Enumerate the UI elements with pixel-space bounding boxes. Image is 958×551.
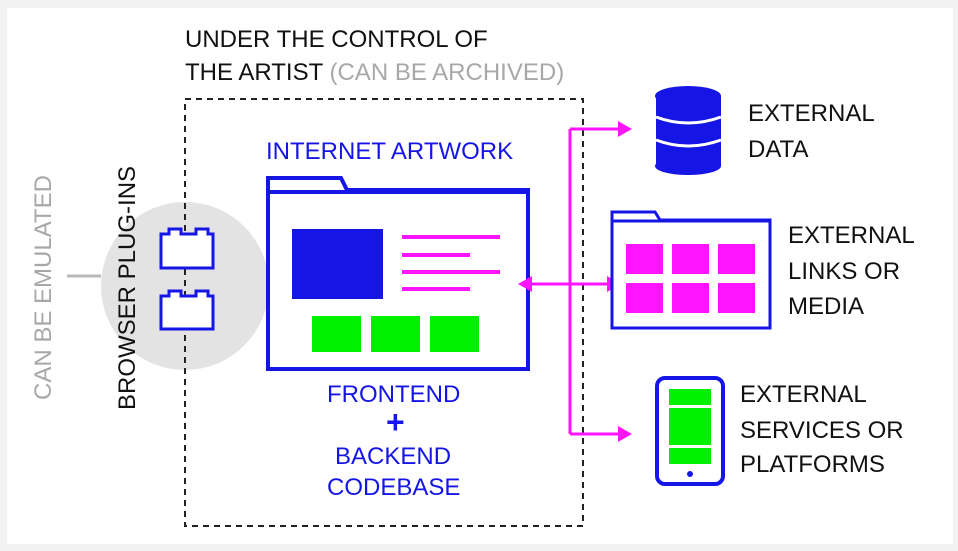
- title-artist: THE ARTIST: [185, 59, 323, 86]
- internet-artwork-label: INTERNET ARTWORK: [266, 138, 514, 165]
- artwork-folder-icon: [266, 176, 530, 371]
- artist-boundary: [184, 98, 584, 527]
- can-be-emulated-label: CAN BE EMULATED: [30, 175, 57, 400]
- external-links-line-3: MEDIA: [788, 293, 865, 320]
- tablet-icon: [655, 376, 725, 486]
- external-links-line-1: EXTERNAL: [788, 222, 915, 249]
- plugin-brick-icon: [159, 289, 215, 331]
- title-archived-note: (CAN BE ARCHIVED): [329, 59, 565, 86]
- plugin-brick-icon: [159, 227, 215, 270]
- codebase-label: CODEBASE: [327, 474, 461, 501]
- browser-plugins-label: BROWSER PLUG-INS: [114, 165, 141, 410]
- external-services-line-3: PLATFORMS: [740, 451, 885, 478]
- external-services-line-1: EXTERNAL: [740, 381, 867, 408]
- external-data-line-1: EXTERNAL: [748, 100, 875, 127]
- connector-arrows: [530, 127, 622, 436]
- backend-label: BACKEND: [335, 443, 452, 470]
- plus-sign: +: [386, 404, 405, 440]
- title-line-1: UNDER THE CONTROL OF: [185, 26, 488, 53]
- folder-icon: [610, 210, 772, 330]
- title-line-2: THE ARTIST (CAN BE ARCHIVED): [185, 61, 564, 85]
- external-links-line-2: LINKS OR: [788, 258, 901, 285]
- external-data-line-2: DATA: [748, 136, 809, 163]
- database-icon: [655, 86, 722, 175]
- external-services-line-2: SERVICES OR: [740, 417, 904, 444]
- frontend-label: FRONTEND: [327, 381, 461, 408]
